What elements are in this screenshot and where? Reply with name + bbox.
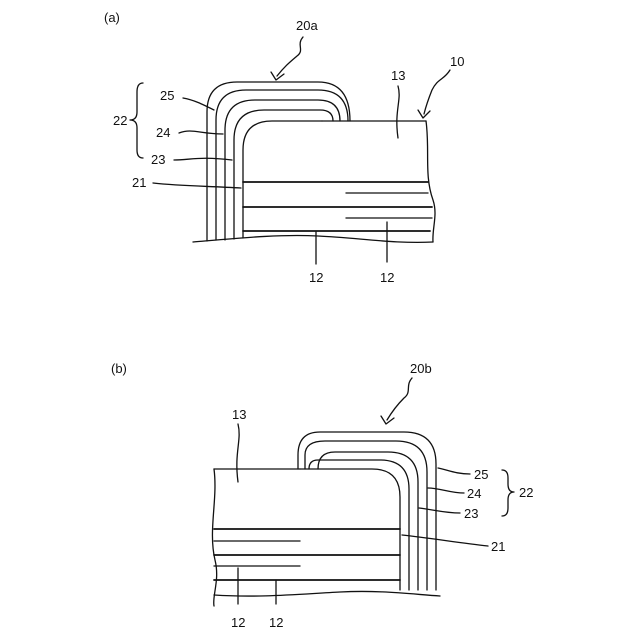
panel-b-label-22: 22 (519, 485, 533, 500)
panel-b-left-edge (212, 469, 216, 606)
panel-b-wrap-layer-outer (298, 432, 436, 590)
panel-a-label-23: 23 (151, 152, 165, 167)
panel-a-label-20a: 20a (296, 18, 318, 33)
panel-a-label-24: 24 (156, 125, 170, 140)
panel-a-wrap-layer-21 (243, 121, 322, 238)
panel-b-arrow-20b-shaft (387, 378, 412, 420)
panel-a-wrap-layer-25 (216, 90, 348, 240)
panel-b-label-24: 24 (467, 486, 481, 501)
panel-b-brace-22 (502, 470, 514, 516)
panel-a-label-12-left: 12 (309, 270, 323, 285)
panel-a-arrow-10-shaft (424, 70, 450, 114)
panel-a-arrow-20a-shaft (277, 37, 303, 76)
panel-b: (b) 20b 13 25 24 (111, 361, 533, 630)
panel-b-leader-21 (402, 535, 488, 546)
panel-b-wrap-layer-24 (318, 452, 418, 590)
panel-b-label-23: 23 (464, 506, 478, 521)
panel-b-label-25: 25 (474, 467, 488, 482)
panel-b-label-21: 21 (491, 539, 505, 554)
panel-a-label-22: 22 (113, 113, 127, 128)
panel-a-label-12-right: 12 (380, 270, 394, 285)
panel-b-leader-23 (419, 508, 460, 513)
panel-a-leader-21 (153, 183, 241, 188)
panel-a-label: (a) (104, 10, 120, 25)
panel-b-label-20b: 20b (410, 361, 432, 376)
panel-a: (a) 20a 10 13 (104, 10, 464, 285)
panel-b-label-12-left: 12 (231, 615, 245, 630)
panel-a-leader-23 (174, 158, 232, 160)
panel-a-label-25: 25 (160, 88, 174, 103)
panel-a-leader-25 (183, 98, 214, 110)
panel-b-wrap-layer-23 (309, 460, 409, 590)
panel-a-label-21: 21 (132, 175, 146, 190)
panel-a-wrap-layer-outer (207, 82, 350, 241)
panel-b-leader-24 (428, 488, 464, 493)
panel-a-brace-22 (130, 83, 143, 158)
panel-a-label-10: 10 (450, 54, 464, 69)
panel-b-label-12-right: 12 (269, 615, 283, 630)
panel-b-base-line (214, 591, 440, 596)
panel-b-leader-13 (237, 424, 239, 482)
panel-a-base-line (193, 235, 433, 242)
panel-a-label-13: 13 (391, 68, 405, 83)
panel-b-label-13: 13 (232, 407, 246, 422)
panel-b-leader-25 (438, 468, 470, 474)
panel-b-label: (b) (111, 361, 127, 376)
panel-a-leader-13 (397, 86, 399, 138)
